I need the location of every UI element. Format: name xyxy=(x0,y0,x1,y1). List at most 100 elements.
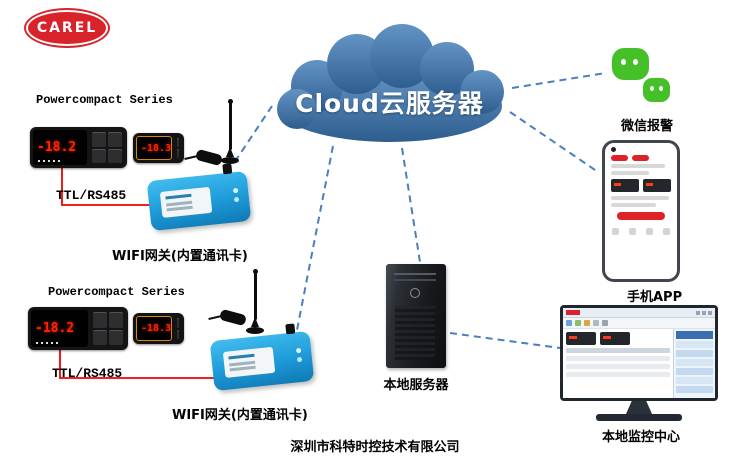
toolbar-icon xyxy=(593,320,599,326)
toolbar-icon xyxy=(575,320,581,326)
gateway-label-sticker xyxy=(159,186,213,218)
carel-logo-text: CAREL xyxy=(36,20,98,36)
status-led xyxy=(232,187,239,194)
toolbar-icon xyxy=(584,320,590,326)
bubble-eye xyxy=(633,59,638,65)
antenna-base xyxy=(221,157,239,164)
dashed-link-cloud-wechat xyxy=(511,72,607,89)
temperature-readout: -18.2 xyxy=(37,140,77,155)
device-thumbnails xyxy=(566,332,670,345)
software-titlebar xyxy=(563,308,715,318)
table-header-row xyxy=(566,348,670,353)
dashed-link-cloud-phone xyxy=(509,111,599,173)
dashed-link-cloud-server xyxy=(401,147,421,263)
phone-text-line xyxy=(611,203,656,207)
company-footer: 深圳市科特时控技术有限公司 xyxy=(290,440,460,455)
controller-main-group2: -18.2 xyxy=(28,307,128,350)
ttl-label-group1: TTL/RS485 xyxy=(56,188,127,203)
controller-face: -18.3 xyxy=(136,316,181,341)
series-label-group1: Powercompact Series xyxy=(36,93,173,107)
monitor-stand-base xyxy=(596,414,682,421)
phone-device-thumbnails xyxy=(611,179,671,192)
series-label-group2: Powercompact Series xyxy=(48,285,185,299)
table-row xyxy=(566,364,670,369)
software-logo-chip xyxy=(566,310,580,315)
monitor-frame xyxy=(560,305,718,401)
toolbar-icon xyxy=(602,320,608,326)
phone-text-line xyxy=(611,196,669,200)
toolbar-icon xyxy=(566,320,572,326)
monitoring-workstation xyxy=(560,305,718,421)
carel-logo: CAREL xyxy=(28,12,106,44)
controller-small-group2: -18.3 xyxy=(133,313,184,344)
bubble-tail xyxy=(655,95,667,107)
controller-display: -18.3 xyxy=(136,316,173,341)
app-primary-button xyxy=(617,212,665,220)
antenna-port xyxy=(285,323,296,335)
controller-small-group1: -18.3 xyxy=(133,133,184,163)
controller-keypad xyxy=(175,136,181,160)
wifi-antenna-group1 xyxy=(220,99,240,164)
bubble-tail xyxy=(617,71,631,87)
device-thumbnail xyxy=(600,332,630,345)
cloud-server: Cloud云服务器 xyxy=(262,24,517,149)
device-thumbnail xyxy=(566,332,596,345)
wechat-caption: 微信报警 xyxy=(621,119,674,134)
rs485-wire-group1 xyxy=(61,168,150,206)
antenna-rod xyxy=(228,99,233,150)
nav-icon xyxy=(646,228,653,235)
wifi-gateway-group2 xyxy=(209,323,315,392)
antenna-base xyxy=(246,327,264,334)
temperature-readout: -18.2 xyxy=(35,321,75,336)
antenna-rod xyxy=(253,269,258,320)
dashed-link-cloud-gateway1 xyxy=(235,105,273,161)
software-main-panel xyxy=(563,329,673,398)
gateway-caption-group2: WIFI网关(内置通讯卡) xyxy=(172,408,308,423)
controller-face: -18.2 xyxy=(33,130,124,165)
controller-display: -18.2 xyxy=(31,310,88,347)
server-logo-badge xyxy=(410,288,420,298)
wechat-bubble-large xyxy=(612,48,649,87)
phone-app-buttons xyxy=(611,155,671,161)
rs485-wire-group2 xyxy=(59,350,214,379)
dashed-link-server-monitor xyxy=(449,332,561,349)
bubble-eye xyxy=(621,59,626,65)
controller-keypad xyxy=(175,316,181,341)
nav-icon xyxy=(663,228,670,235)
nav-icon xyxy=(612,228,619,235)
phone-text-line xyxy=(611,164,666,168)
device-list-sidebar xyxy=(673,329,715,398)
software-toolbar xyxy=(563,318,715,329)
controller-face: -18.3 xyxy=(136,136,181,160)
sidebar-row xyxy=(676,386,713,393)
controller-face: -18.2 xyxy=(31,310,125,347)
sidebar-row xyxy=(676,377,713,384)
phone-bottom-nav xyxy=(612,228,670,235)
phone-camera-dot xyxy=(611,147,616,152)
gateway-caption-group1: WIFI网关(内置通讯卡) xyxy=(112,249,248,264)
window-controls xyxy=(696,310,712,315)
cloud-label: Cloud云服务器 xyxy=(295,89,484,118)
ttl-label-group2: TTL/RS485 xyxy=(52,366,123,381)
monitor-stand-neck xyxy=(626,401,652,414)
bubble-eye xyxy=(659,86,663,91)
sidebar-row xyxy=(676,350,713,357)
status-led xyxy=(295,347,302,354)
server-vent-grill xyxy=(395,306,435,360)
antenna-cone xyxy=(226,147,234,157)
device-thumbnail xyxy=(611,179,639,192)
gateway-label-sticker xyxy=(222,346,276,378)
table-row xyxy=(566,372,670,377)
monitor-screen xyxy=(563,308,715,398)
temperature-readout: -18.3 xyxy=(141,323,172,334)
controller-keypad xyxy=(90,130,124,165)
sidebar-row xyxy=(676,368,713,375)
cloud-shape xyxy=(277,24,504,142)
software-body xyxy=(563,329,715,398)
table-row xyxy=(566,356,670,361)
monitor-caption: 本地监控中心 xyxy=(602,430,681,445)
sidebar-row xyxy=(676,341,713,348)
wechat-icon xyxy=(612,48,670,107)
